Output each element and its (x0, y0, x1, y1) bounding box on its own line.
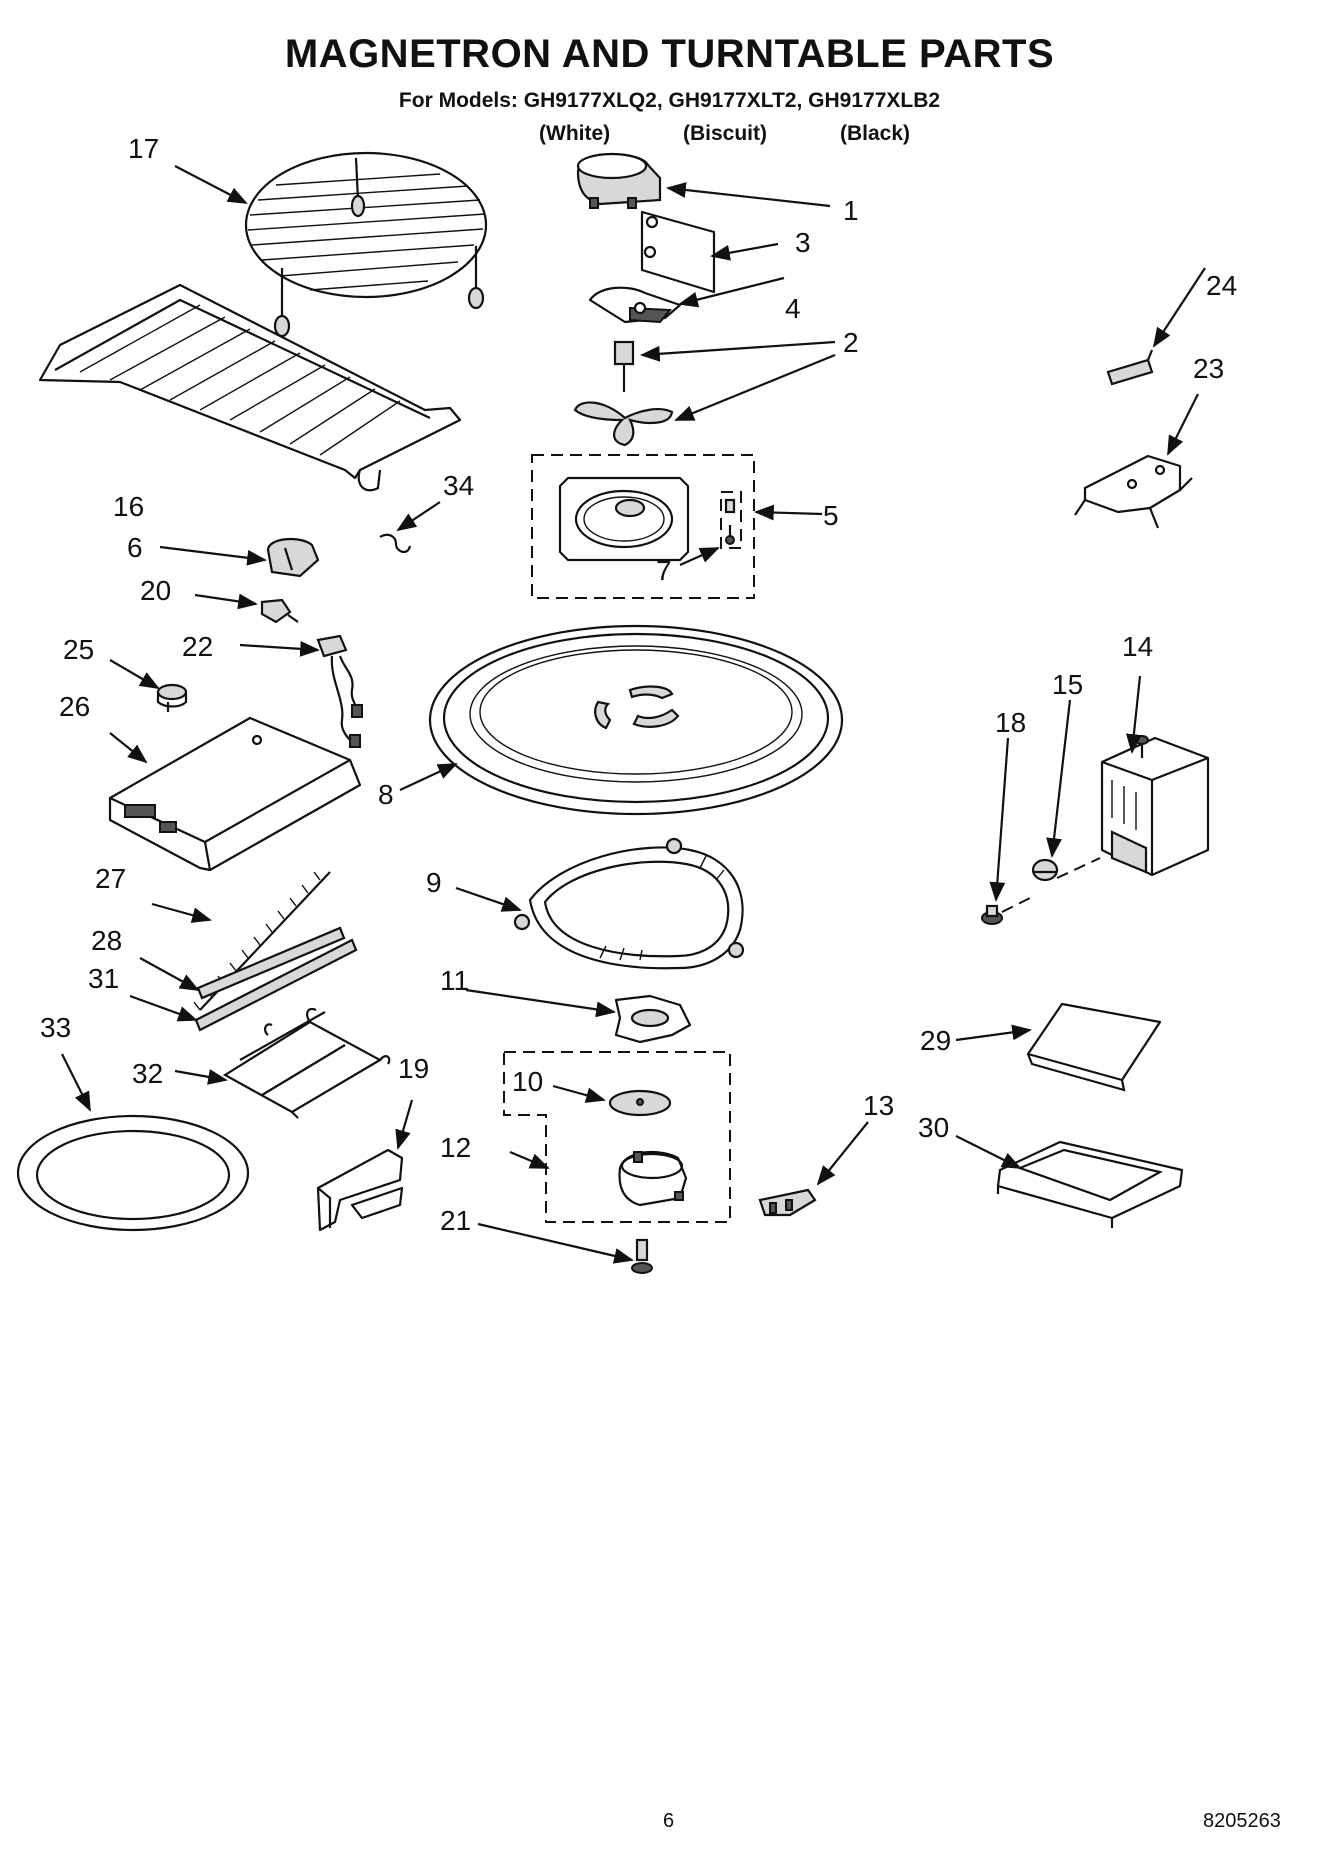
part-1-stirrer-motor (576, 152, 662, 209)
part-2-coupler-and-stirrer (573, 340, 674, 447)
part-32-frame (222, 1007, 391, 1119)
part-22-wire-harness (316, 634, 363, 748)
part-14-magnetron (1100, 735, 1210, 877)
callout-27: 27 (95, 863, 126, 894)
part-3-cover-plate (640, 210, 716, 294)
part-34-hook (379, 533, 412, 553)
callout-24: 24 (1206, 270, 1237, 301)
callout-22: 22 (182, 631, 213, 662)
callout-20: 20 (140, 575, 171, 606)
leader-arrows (61, 165, 1206, 1264)
part-28-heater-tube (196, 926, 346, 1000)
part-33-crisper-tray (16, 1114, 250, 1232)
callout-labels: 1 2 3 4 5 6 7 8 9 10 11 12 13 14 15 16 1… (40, 133, 1237, 1236)
document-number: 8205263 (1203, 1810, 1281, 1832)
color-label-biscuit: (Biscuit) (683, 122, 767, 145)
callout-1: 1 (843, 195, 859, 226)
callout-23: 23 (1193, 353, 1224, 384)
part-31-heater-tube (194, 938, 358, 1032)
callout-11: 11 (440, 965, 469, 996)
part-16-wire-rack (38, 283, 462, 492)
part-29-grease-filter (1026, 1002, 1162, 1092)
callout-31: 31 (88, 963, 119, 994)
callout-33: 33 (40, 1012, 71, 1043)
callout-19: 19 (398, 1053, 429, 1084)
part-9-roller-ring (513, 837, 745, 970)
callout-8: 8 (378, 779, 394, 810)
callout-14: 14 (1122, 631, 1153, 662)
callout-21: 21 (440, 1205, 471, 1236)
part-8-glass-turntable (428, 624, 844, 816)
callout-2: 2 (843, 327, 859, 358)
part-21-screw (631, 1238, 653, 1274)
part-17-round-rack (244, 151, 488, 338)
models-line: For Models: GH9177XLQ2, GH9177XLT2, GH91… (398, 89, 941, 112)
callout-18: 18 (995, 707, 1026, 738)
part-23-mount-bracket (1074, 454, 1193, 529)
part-20-connector (260, 598, 299, 624)
part-30-filter-frame (996, 1140, 1184, 1228)
part-18-screw (981, 897, 1031, 925)
color-label-white: (White) (539, 122, 611, 145)
callout-32: 32 (132, 1058, 163, 1089)
part-19-handle (316, 1148, 404, 1232)
part-10-drive-cap (608, 1089, 672, 1117)
callout-9: 9 (426, 867, 442, 898)
page-number: 6 (663, 1810, 675, 1832)
part-26-heater-cover (108, 716, 362, 872)
callout-26: 26 (59, 691, 90, 722)
color-label-black: (Black) (840, 122, 911, 145)
part-4-bracket (588, 286, 682, 324)
callout-16: 16 (113, 491, 144, 522)
part-24-bracket (1106, 349, 1154, 386)
part-12-turntable-motor (618, 1151, 688, 1207)
part-6-clip (266, 537, 320, 578)
callout-28: 28 (91, 925, 122, 956)
part-5-stirrer-assembly (531, 454, 755, 599)
callout-29: 29 (920, 1025, 951, 1056)
callout-3: 3 (795, 227, 811, 258)
callout-5: 5 (823, 500, 839, 531)
callout-17: 17 (128, 133, 159, 164)
callout-15: 15 (1052, 669, 1083, 700)
callout-12: 12 (440, 1132, 471, 1163)
callout-25: 25 (63, 634, 94, 665)
callout-4: 4 (785, 293, 801, 324)
callout-7: 7 (656, 555, 672, 586)
callout-6: 6 (127, 532, 143, 563)
part-15-thermal-protector (1031, 857, 1101, 882)
part-25-thermostat (156, 683, 188, 712)
page-title: MAGNETRON AND TURNTABLE PARTS (284, 32, 1055, 76)
callout-10: 10 (512, 1066, 543, 1097)
callout-34: 34 (443, 470, 474, 501)
part-13-latch (758, 1188, 817, 1217)
callout-13: 13 (863, 1090, 894, 1121)
part-12-turntable-motor-assembly (503, 1051, 731, 1223)
part-11-turntable-coupler (614, 994, 692, 1044)
callout-30: 30 (918, 1112, 949, 1143)
